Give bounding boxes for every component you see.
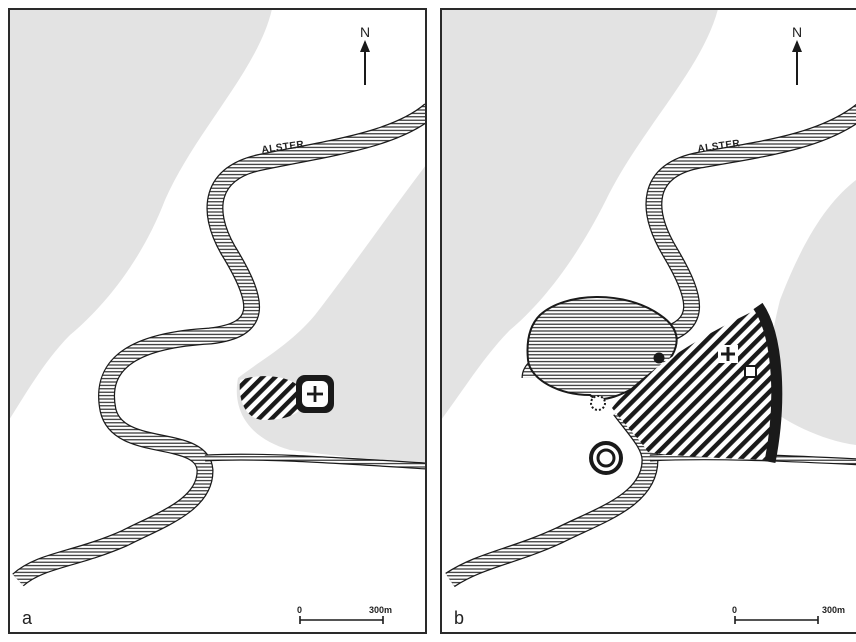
scale-end-b: 300m [822, 605, 845, 615]
shaded-land-west-b [441, 9, 718, 420]
scale-start-a: 0 [297, 605, 302, 615]
north-label-b: N [792, 24, 802, 40]
scale-end-a: 300m [369, 605, 392, 615]
cross-icon-b [718, 345, 738, 363]
settlement-area-a [239, 376, 305, 420]
town-wall-b [753, 302, 783, 464]
cross-icon [307, 386, 323, 402]
map-panel-a: ALSTER N 0 300m a [8, 8, 427, 634]
north-arrow-icon: N [360, 24, 370, 85]
map-panel-b: ALSTER N 0 300m b [440, 8, 856, 634]
shaded-land-east-b [760, 180, 856, 445]
square-marker-icon [744, 365, 757, 378]
dotted-circle-icon [590, 395, 606, 411]
double-ring-icon [589, 441, 623, 475]
north-label-a: N [360, 24, 370, 40]
scale-bar-a: 0 300m [297, 605, 392, 624]
shaded-land-west [9, 9, 272, 420]
scale-start-b: 0 [732, 605, 737, 615]
circle-marker-icon [653, 352, 665, 364]
scale-bar-b: 0 300m [732, 605, 845, 624]
north-arrow-icon-b: N [792, 24, 802, 85]
panel-label-b: b [454, 608, 464, 628]
panel-label-a: a [22, 608, 33, 628]
